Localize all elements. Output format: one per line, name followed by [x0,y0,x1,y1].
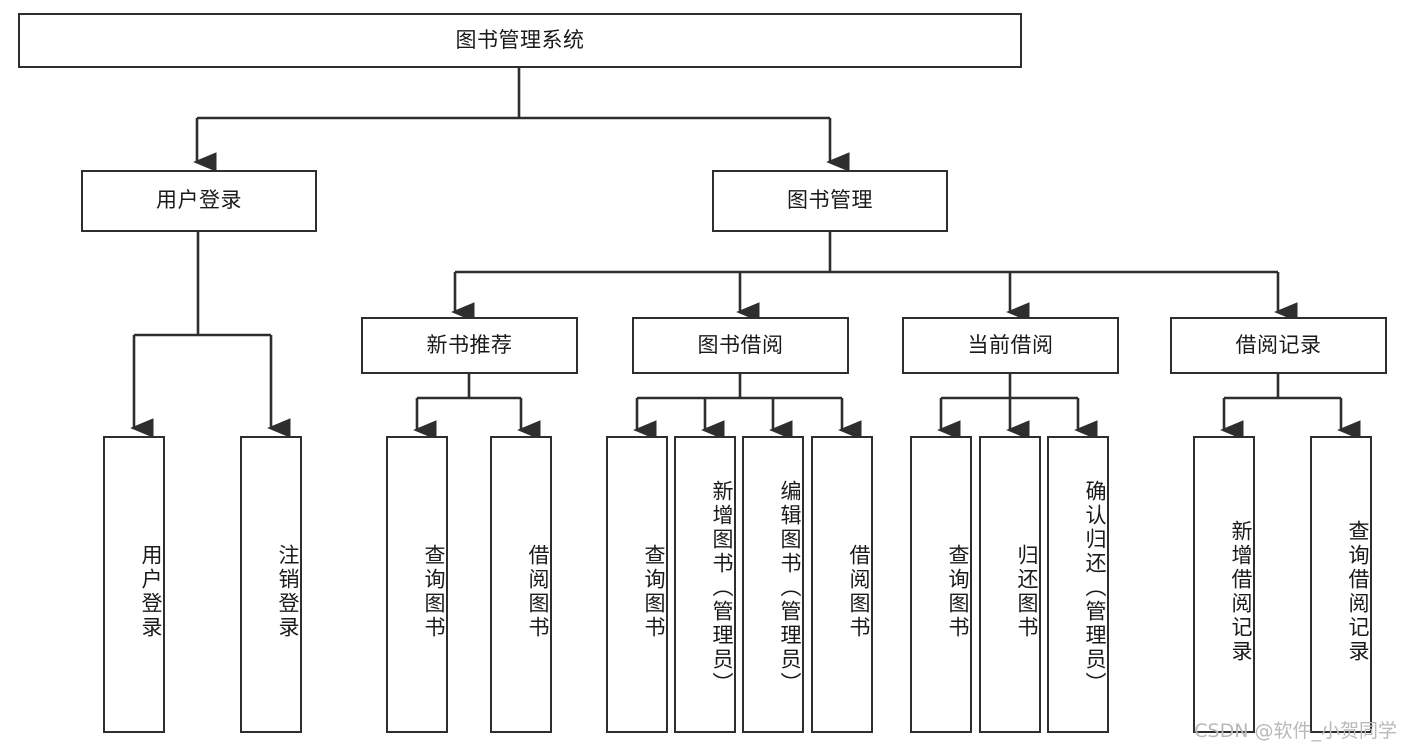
node-leaf-edit-book[interactable]: 编辑图书（管理员） [742,436,804,733]
csdn-watermark: CSDN @软件_小贺同学 [1194,720,1397,742]
node-leaf-logout-login[interactable]: 注销登录 [240,436,302,733]
node-root[interactable]: 图书管理系统 [18,13,1022,68]
node-leaf-query-book-3[interactable]: 查询图书 [910,436,972,733]
node-leaf-logout-login-label: 注销登录 [276,543,300,640]
node-leaf-add-record-label: 新增借阅记录 [1229,519,1253,664]
node-leaf-query-book-1-label: 查询图书 [422,543,446,640]
node-book-borrow-label: 图书借阅 [697,332,784,357]
node-leaf-user-login[interactable]: 用户登录 [103,436,165,733]
node-leaf-borrow-book-2[interactable]: 借阅图书 [811,436,873,733]
node-leaf-query-book-3-label: 查询图书 [946,543,970,640]
node-current-borrow-label: 当前借阅 [967,332,1054,357]
node-leaf-query-book-2-label: 查询图书 [642,543,666,640]
node-user-login-label: 用户登录 [156,188,242,213]
node-leaf-query-record-label: 查询借阅记录 [1346,519,1370,664]
node-borrow-record-label: 借阅记录 [1235,332,1322,357]
node-leaf-borrow-book-1-label: 借阅图书 [526,543,550,640]
node-leaf-query-book-1[interactable]: 查询图书 [386,436,448,733]
node-leaf-add-book-label: 新增图书（管理员） [710,479,734,696]
node-current-borrow[interactable]: 当前借阅 [902,317,1119,374]
node-leaf-query-record[interactable]: 查询借阅记录 [1310,436,1372,733]
node-book-management[interactable]: 图书管理 [712,170,948,232]
node-leaf-add-book[interactable]: 新增图书（管理员） [674,436,736,733]
node-leaf-edit-book-label: 编辑图书（管理员） [778,479,802,696]
node-leaf-return-book[interactable]: 归还图书 [979,436,1041,733]
node-root-label: 图书管理系统 [455,27,585,52]
node-leaf-confirm-return-label: 确认归还（管理员） [1083,479,1107,696]
node-user-login[interactable]: 用户登录 [81,170,317,232]
node-leaf-borrow-book-2-label: 借阅图书 [847,543,871,640]
node-book-borrow[interactable]: 图书借阅 [632,317,849,374]
node-new-book-recommend-label: 新书推荐 [426,332,513,357]
node-book-management-label: 图书管理 [787,188,873,213]
node-leaf-return-book-label: 归还图书 [1015,543,1039,640]
node-leaf-confirm-return[interactable]: 确认归还（管理员） [1047,436,1109,733]
node-borrow-record[interactable]: 借阅记录 [1170,317,1387,374]
node-new-book-recommend[interactable]: 新书推荐 [361,317,578,374]
node-leaf-query-book-2[interactable]: 查询图书 [606,436,668,733]
node-leaf-borrow-book-1[interactable]: 借阅图书 [490,436,552,733]
node-leaf-add-record[interactable]: 新增借阅记录 [1193,436,1255,733]
node-leaf-user-login-label: 用户登录 [139,543,163,640]
